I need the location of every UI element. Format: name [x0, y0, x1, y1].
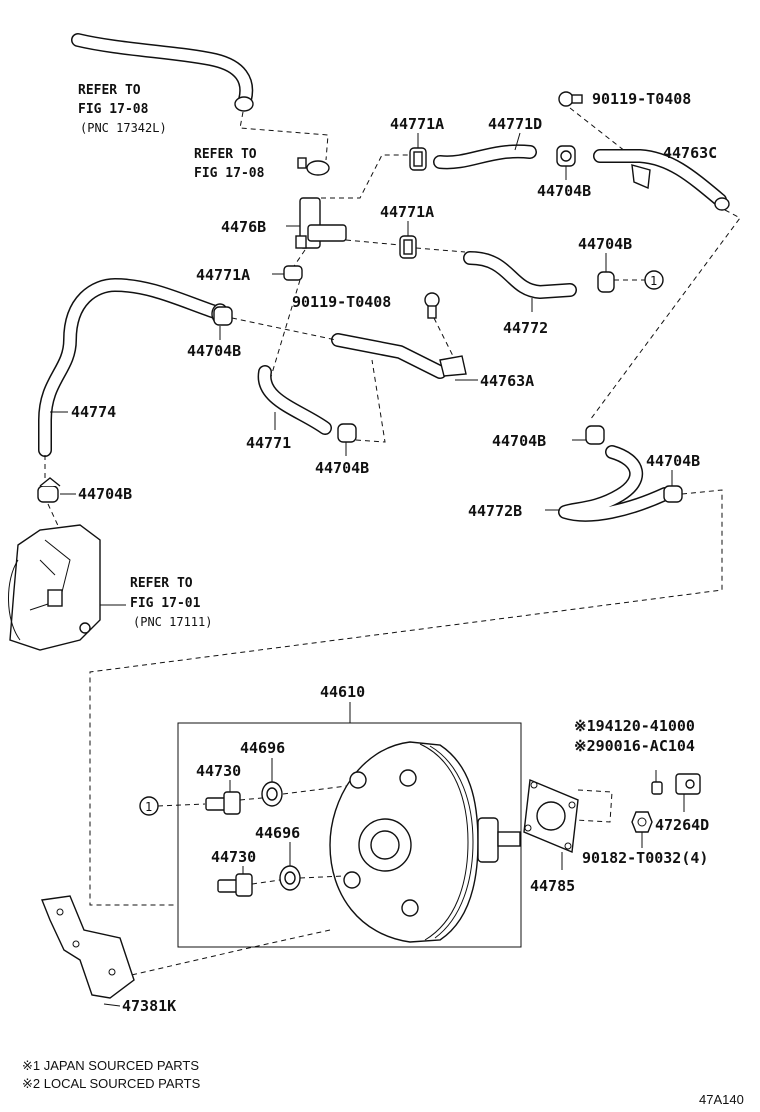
ref-engine-line1: REFER TO [130, 576, 193, 591]
label-90119-mid: 90119-T0408 [292, 293, 391, 311]
label-44704B-c: 44704B [315, 459, 369, 477]
label-44771: 44771 [246, 434, 291, 452]
label-44785: 44785 [530, 877, 575, 895]
bracket-47381K [41, 895, 135, 999]
bolt-90119-top [558, 91, 583, 107]
callout-1-bottom-label: 1 [145, 800, 152, 814]
clip-44704B-r2 [597, 271, 615, 293]
label-90119-top: 90119-T0408 [592, 90, 691, 108]
tee-connector-4476B [295, 197, 347, 249]
label-44696-a: 44696 [240, 739, 285, 757]
grommet-44696-a [261, 781, 283, 807]
label-44704B-left: 44704B [187, 342, 241, 360]
label-44730-b: 44730 [211, 848, 256, 866]
label-44704B-r2: 44704B [578, 235, 632, 253]
label-44763A: 44763A [480, 372, 534, 390]
clip-44704B-c [337, 423, 357, 443]
small-clip-ref [297, 157, 330, 176]
nut-90182 [631, 811, 653, 833]
bolt-90119-mid [424, 292, 440, 319]
label-44771D: 44771D [488, 115, 542, 133]
clip-44771A-left [283, 265, 303, 281]
clip-44704B-left [213, 306, 233, 326]
ref-top-left-line1: REFER TO [78, 83, 141, 98]
ref-mid-line2: FIG 17-08 [194, 166, 265, 181]
label-44704B-r3: 44704B [492, 432, 546, 450]
ref-top-left-line2: FIG 17-08 [78, 102, 149, 117]
note-local-sourced: ※2 LOCAL SOURCED PARTS [22, 1076, 201, 1091]
callout-1-top [644, 270, 664, 290]
brake-booster-44610 [329, 741, 521, 943]
ref-engine-line2: FIG 17-01 [130, 596, 201, 611]
hose-to-fig-17-08 [71, 33, 254, 112]
pipe-44763C [593, 149, 730, 211]
pipe-44763A [331, 333, 467, 379]
clip-44704B-eng [37, 477, 61, 503]
clip-44771A-top [409, 147, 427, 171]
label-4476B: 4476B [221, 218, 266, 236]
label-44704B-r4: 44704B [646, 452, 700, 470]
label-44771A-mid: 44771A [380, 203, 434, 221]
ref-engine-line3: (PNC 17111) [133, 615, 212, 629]
gasket-44785 [523, 778, 579, 854]
label-44772: 44772 [503, 319, 548, 337]
clip-44704B-r3 [585, 425, 605, 445]
check-valve-44730-a [205, 791, 241, 815]
hose-44774 [38, 278, 229, 457]
label-44696-b: 44696 [255, 824, 300, 842]
label-44771A-left: 44771A [196, 266, 250, 284]
clip-44704B-r4 [663, 485, 683, 503]
ref-top-left-line3: (PNC 17342L) [80, 121, 167, 135]
label-44772B: 44772B [468, 502, 522, 520]
grommet-44696-b [279, 865, 301, 891]
note-japan-sourced: ※1 JAPAN SOURCED PARTS [22, 1058, 199, 1073]
label-90182: 90182-T0032(4) [582, 849, 708, 867]
hose-44771 [257, 365, 332, 435]
label-44730-a: 44730 [196, 762, 241, 780]
label-47381K: 47381K [122, 997, 176, 1015]
clip-44704B-r1 [556, 145, 576, 167]
label-44610: 44610 [320, 683, 365, 701]
callout-1-top-label: 1 [650, 274, 657, 288]
clip-44771A-mid [399, 235, 417, 259]
label-44704B-r1: 44704B [537, 182, 591, 200]
label-47264D: 47264D [655, 816, 709, 834]
clevis-47264D [651, 773, 701, 795]
check-valve-44730-b [217, 873, 253, 897]
hose-44771D [433, 144, 537, 170]
label-194120-41000: ※194120-41000 [574, 717, 695, 735]
label-44771A-top: 44771A [390, 115, 444, 133]
ref-mid-line1: REFER TO [194, 147, 257, 162]
hose-44772B [558, 445, 672, 522]
label-44774: 44774 [71, 403, 116, 421]
engine-block-illustration [8, 524, 101, 651]
label-290016-AC104: ※290016-AC104 [574, 737, 695, 755]
label-44704B-eng: 44704B [78, 485, 132, 503]
label-44763C: 44763C [663, 144, 717, 162]
hose-44772 [463, 251, 577, 299]
diagram-id: 47A140 [699, 1092, 744, 1107]
